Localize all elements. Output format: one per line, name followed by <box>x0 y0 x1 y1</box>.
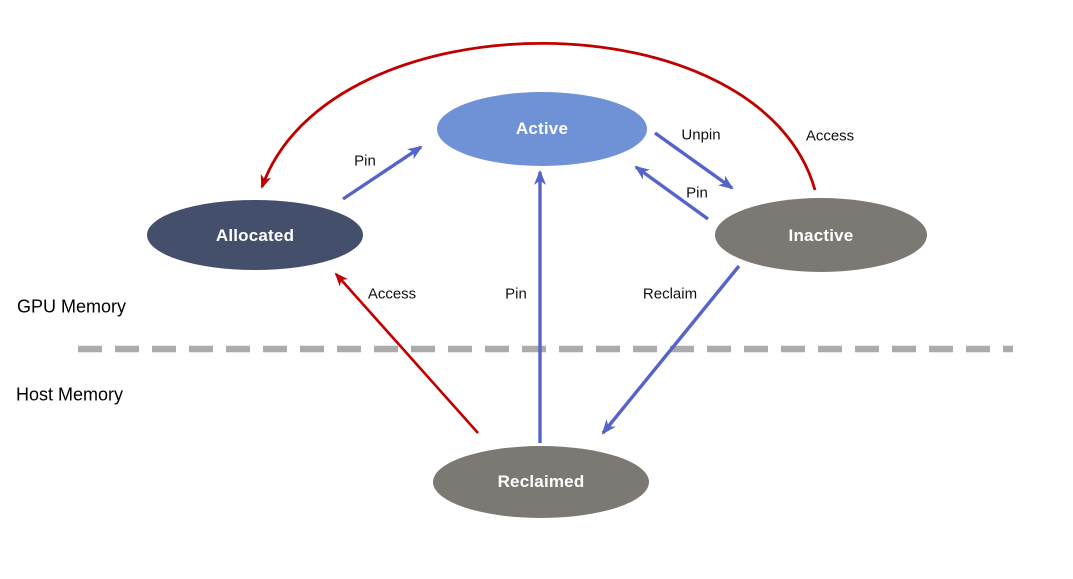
edge-label-pin-reclaimed-to-active: Pin <box>505 285 527 303</box>
node-active-label: Active <box>515 119 569 138</box>
edge-access-inactive-to-allocated <box>260 42 817 191</box>
node-inactive-label: Inactive <box>788 226 854 245</box>
edge-reclaim-inactive-to-reclaimed <box>601 264 741 435</box>
edge-access-reclaimed-to-allocated <box>334 272 479 434</box>
node-inactive-ellipse <box>715 198 927 272</box>
node-allocated-label: Allocated <box>215 226 295 245</box>
edge-label-pin-inactive-to-active: Pin <box>686 184 708 202</box>
edge-label-access-reclaimed-to-allocated: Access <box>367 285 417 303</box>
edge-label-access-inactive-to-allocated: Access <box>805 127 855 145</box>
edge-label-reclaim-inactive-to-reclaimed: Reclaim <box>642 285 698 303</box>
node-reclaimed-ellipse <box>433 446 649 518</box>
edge-label-pin-allocated-to-active: Pin <box>354 152 376 170</box>
host-memory-region-label: Host Memory <box>16 384 124 405</box>
edge-label-unpin-active-to-inactive: Unpin <box>681 126 721 144</box>
node-active-ellipse <box>437 92 647 166</box>
gpu-memory-region-label: GPU Memory <box>17 296 127 317</box>
node-allocated-ellipse <box>147 200 363 270</box>
edge-pin-allocated-to-active <box>342 145 423 201</box>
edge-pin-inactive-to-active <box>634 165 709 221</box>
node-reclaimed-label: Reclaimed <box>497 472 585 491</box>
edge-unpin-active-to-inactive <box>654 131 734 190</box>
